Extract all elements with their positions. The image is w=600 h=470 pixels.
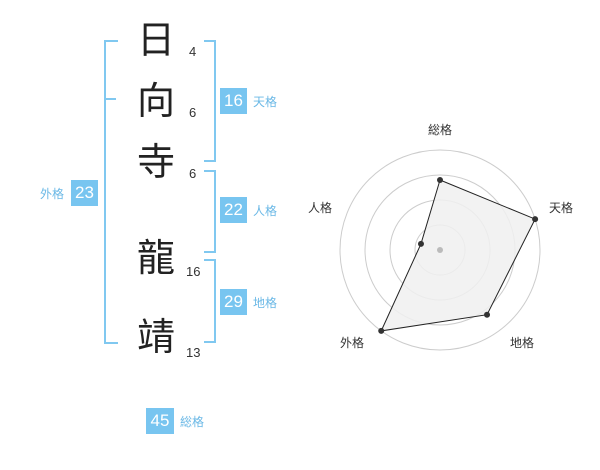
radar-ring [364,174,516,326]
stroke-count-3: 6 [189,166,197,181]
radar-axis-label-4: 外格 [340,335,364,350]
radar-point-2 [532,216,539,223]
radar-axis-label-1: 総格 [428,122,452,137]
stroke-count-4: 16 [186,264,201,279]
gaikaku-label: 外格 [40,187,65,201]
name-char-3: 寺 [136,140,175,184]
tenkaku-label: 天格 [253,95,278,109]
tenkaku-value-badge: 16 [220,88,247,114]
jinkaku-bracket [204,170,216,253]
radar-ring [414,224,466,276]
stroke-count-5: 13 [186,345,201,360]
name-char-2: 向 [136,79,175,123]
radar-axis-label-5: 人格 [308,200,332,215]
gaikaku-value-badge: 23 [71,180,98,206]
soukaku-value-badge: 45 [146,408,174,434]
radar-point-1 [437,177,443,183]
chikaku-value-badge: 29 [220,289,247,315]
name-char-4: 龍 [136,236,175,280]
radar-center-point [437,247,443,253]
radar-axis-label-3: 地格 [510,335,534,350]
gaikaku-bracket [104,40,118,344]
jinkaku-label: 人格 [253,204,278,218]
radar-point-3 [484,311,491,318]
radar-ring [389,199,491,301]
chikaku-bracket [204,259,216,343]
radar-ring-outer [339,149,541,351]
gaikaku-bracket-mid [104,98,116,100]
radar-point-4 [378,327,385,334]
name-char-1: 日 [136,18,175,62]
name-char-5: 靖 [136,315,175,359]
stroke-count-1: 4 [189,44,197,59]
tenkaku-bracket [204,40,216,162]
radar-series-area [380,179,536,332]
radar-axis-label-2: 天格 [549,200,573,215]
jinkaku-value-badge: 22 [220,197,247,223]
soukaku-label: 総格 [180,415,205,429]
stroke-count-2: 6 [189,105,197,120]
radar-point-5 [417,240,424,247]
chikaku-label: 地格 [253,296,278,310]
